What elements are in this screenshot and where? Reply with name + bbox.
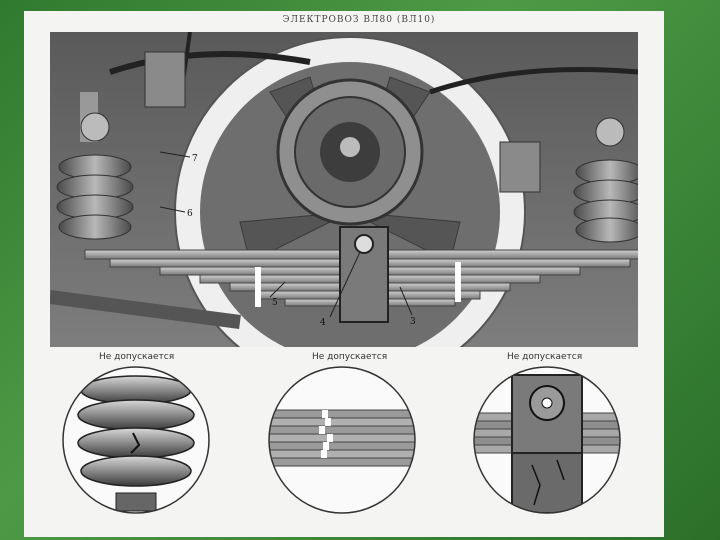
- detail-caption-3: Не допускается: [507, 352, 583, 362]
- bogie-illustration: 7 6 5 4 3: [50, 32, 638, 347]
- callout-3: 3: [410, 317, 416, 327]
- left-coil-spring: [56, 92, 134, 240]
- callout-4: 4: [320, 318, 326, 328]
- callout-7: 7: [192, 154, 198, 164]
- document-page: ЭЛЕКТРОВОЗ ВЛ80 (ВЛ10): [24, 11, 664, 537]
- page-title: ЭЛЕКТРОВОЗ ВЛ80 (ВЛ10): [282, 15, 436, 25]
- detail-cracked-clamp: [473, 366, 621, 514]
- detail-shifted-leaf-spring: [268, 366, 416, 514]
- right-coil-spring: [573, 117, 638, 243]
- callout-6: 6: [187, 209, 193, 219]
- callout-5: 5: [272, 298, 278, 308]
- detail-broken-coil-spring: [62, 366, 210, 514]
- detail-caption-2: Не допускается: [312, 352, 388, 362]
- detail-caption-1: Не допускается: [99, 352, 175, 362]
